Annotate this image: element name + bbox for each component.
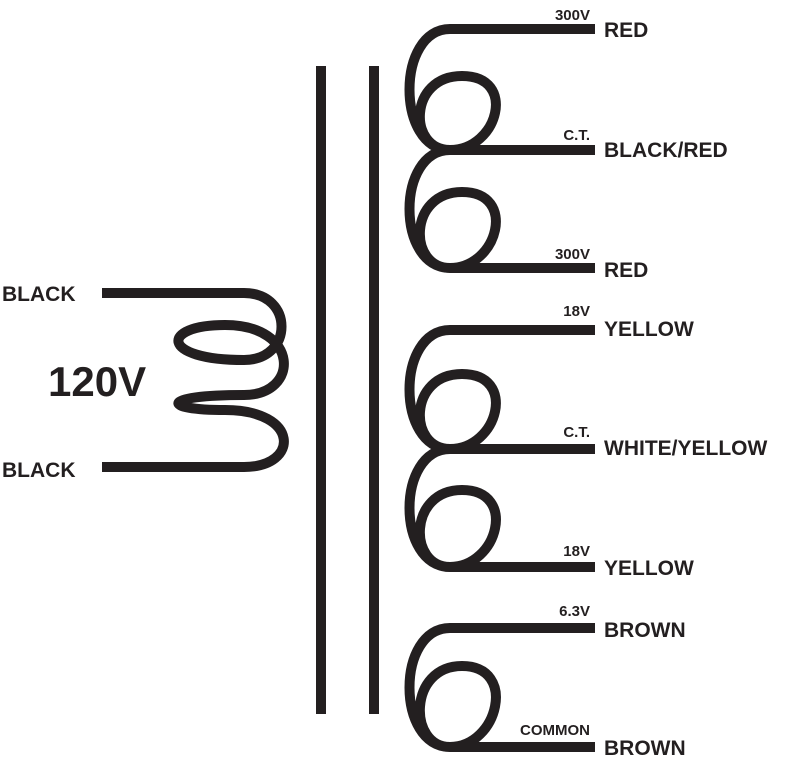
primary-coil — [102, 288, 289, 472]
primary-bottom-lead-label: BLACK — [2, 459, 76, 482]
ls-tap-2-label: 18V — [563, 543, 590, 560]
secondary-winding-18v — [404, 325, 595, 573]
ls-coil — [404, 325, 595, 573]
fil-tap-1-label: 6.3V — [559, 603, 590, 620]
hv-lead-2-color: RED — [604, 259, 648, 282]
primary-top-lead-label: BLACK — [2, 283, 76, 306]
fil-tap-common-label: COMMON — [520, 722, 590, 739]
ls-tap-1-label: 18V — [563, 303, 590, 320]
fil-coil — [404, 623, 595, 753]
hv-coil — [404, 24, 595, 274]
hv-lead-ct-color: BLACK/RED — [604, 139, 728, 162]
ls-lead-ct-color: WHITE/YELLOW — [604, 437, 767, 460]
primary-winding — [102, 288, 289, 472]
secondary-winding-hv — [404, 24, 595, 274]
ls-lead-2-color: YELLOW — [604, 557, 694, 580]
fil-lead-common-color: BROWN — [604, 737, 686, 760]
fil-lead-1-color: BROWN — [604, 619, 686, 642]
primary-voltage-label: 120V — [48, 358, 146, 405]
ls-tap-ct-label: C.T. — [563, 424, 590, 441]
hv-tap-1-label: 300V — [555, 7, 590, 24]
secondary-winding-6v3 — [404, 623, 595, 753]
hv-tap-ct-label: C.T. — [563, 127, 590, 144]
hv-lead-1-color: RED — [604, 19, 648, 42]
transformer-core — [316, 66, 379, 714]
hv-tap-2-label: 300V — [555, 246, 590, 263]
ls-lead-1-color: YELLOW — [604, 318, 694, 341]
